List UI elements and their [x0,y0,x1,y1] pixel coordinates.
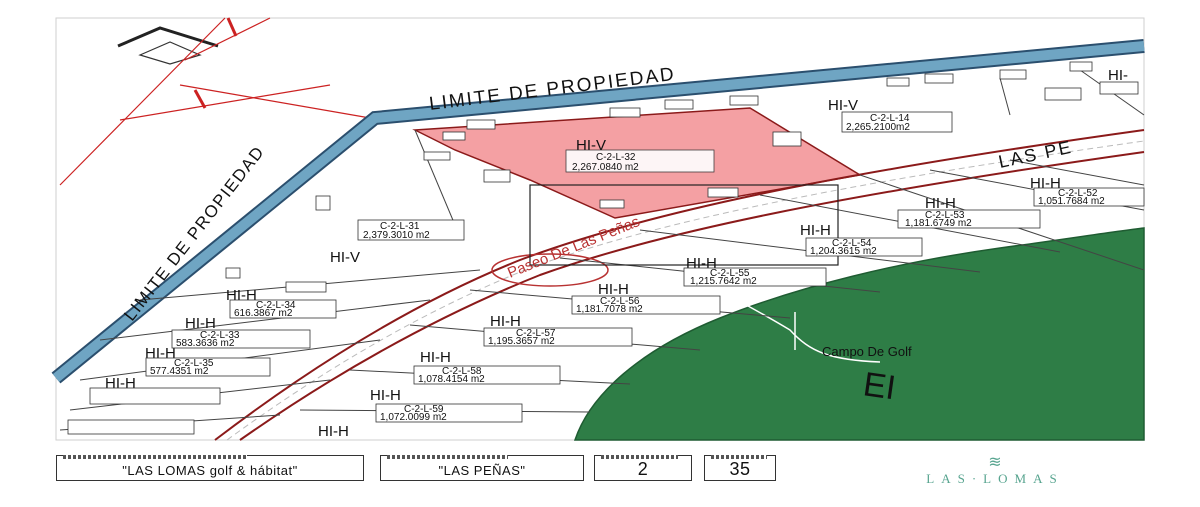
lot-id: C-2-L-58 [442,366,482,377]
zone-label: HI-H [318,423,349,440]
section-name: "LAS PEÑAS" [438,463,526,478]
lot-id: C-2-L-54 [832,238,872,249]
zone-label: HI-H [925,195,956,212]
lot-area: 2,379.3010 m2 [363,230,430,241]
zone-label: HI-V [828,97,858,114]
section-field: "LAS PEÑAS" [380,455,584,481]
lot-labels: C-2-L-31 2,379.3010 m2 C-2-L-32 2,267.08… [67,111,1145,435]
lot-id: C-2-L-57 [516,328,556,339]
zone-label: HI-H [800,222,831,239]
project-name-field: "LAS LOMAS golf & hábitat" [56,455,364,481]
reference-lines [59,17,371,186]
lot-id: C-2-L-32 [596,152,636,163]
logo-text: LAS·LOMAS [926,471,1064,486]
zone-label: HI-H [490,313,521,330]
las-lomas-logo: ≋ LAS·LOMAS [875,455,1115,487]
dimension-tags [225,61,1139,293]
cluster-number: 2 [637,459,649,479]
lot-id: C-2-L-33 [200,330,240,341]
lot-id: C-2-L-34 [256,300,296,311]
lot-area: 1,181.7078 m2 [576,304,643,315]
zone-label: HI-H [598,281,629,298]
lot-id: C-2-L-31 [380,221,420,232]
lot-id: C-2-L-56 [600,296,640,307]
lot-id: C-2-L-52 [1058,188,1098,199]
golf-course-label: Campo De Golf [822,344,912,359]
project-name: "LAS LOMAS golf & hábitat" [122,463,298,478]
lot-area: 2,265.2100m2 [846,122,910,133]
lot-id: C-2-L-55 [710,268,750,279]
property-boundary [51,39,1145,384]
zone-label: HI-H [185,315,216,332]
lot-area: 1,051.7684 m2 [1038,196,1105,207]
lot-id: C-2-L-35 [174,358,214,369]
lot-id: C-2-L-53 [925,210,965,221]
lot-area: 2,267.0840 m2 [572,162,639,173]
golf-zone-label: EI [861,365,898,407]
lot-id: C-2-L-14 [870,113,910,124]
zone-label: HI-V [330,249,360,266]
lot-area: 1,072.0099 m2 [380,412,447,423]
zone-label: HI-H [370,387,401,404]
lot-area: 577.4351 m2 [150,366,209,377]
lot-id: C-2-L-59 [404,404,444,415]
lot-area: 1,195.3657 m2 [488,336,555,347]
lot-area: 1,215.7642 m2 [690,276,757,287]
lot-area: 616.3867 m2 [234,308,293,319]
cluster-field: 2 [594,455,692,481]
lot-area: 1,181.6749 m2 [905,218,972,229]
lot-area: 1,204.3615 m2 [810,246,877,257]
golf-course-area [573,227,1145,441]
lot-area: 1,078.4154 m2 [418,374,485,385]
logo-mark-icon: ≋ [988,454,1002,471]
lot-area: 583.3636 m2 [176,338,235,349]
zone-label: HI-H [420,349,451,366]
lot-field: 35 [704,455,776,481]
zone-label: HI- [1108,67,1128,84]
lot-number: 35 [729,459,751,479]
